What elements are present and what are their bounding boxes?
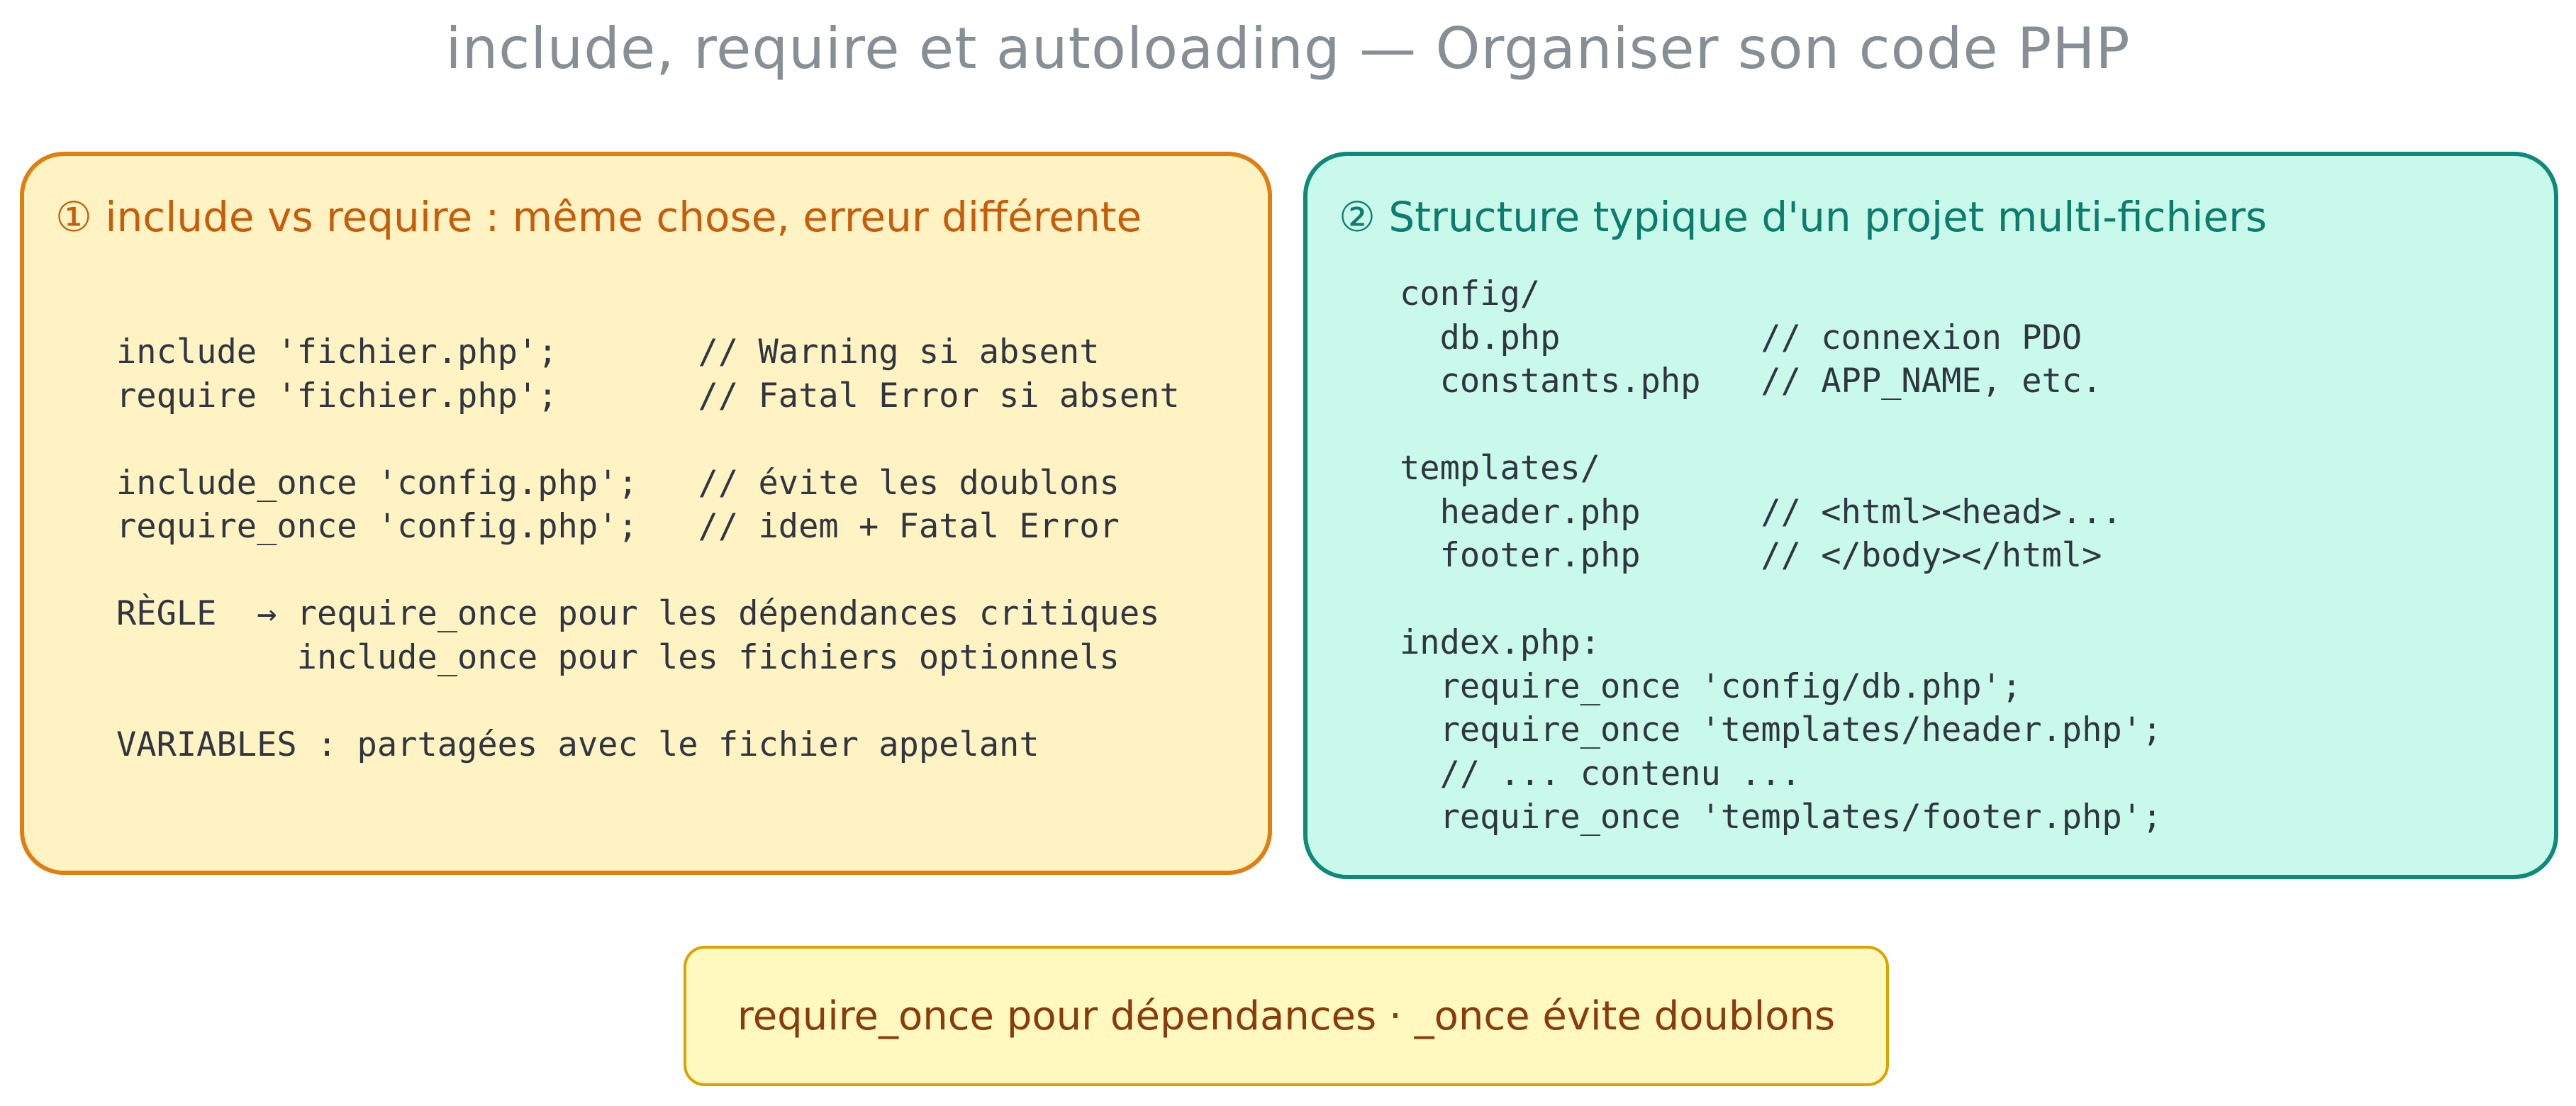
summary-note: require_once pour dépendances · _once év… xyxy=(684,946,1889,1086)
include-vs-require-code: include 'fichier.php'; // Warning si abs… xyxy=(116,333,1180,764)
include-vs-require-heading: ① include vs require : même chose, erreu… xyxy=(55,193,1142,241)
diagram-title: include, require et autoloading — Organi… xyxy=(445,16,2131,82)
project-structure-panel: ② Structure typique d'un projet multi-fi… xyxy=(1303,152,2558,879)
include-vs-require-panel: ① include vs require : même chose, erreu… xyxy=(20,152,1272,875)
project-structure-code: config/ db.php // connexion PDO constant… xyxy=(1400,274,2163,837)
summary-note-text: require_once pour dépendances · _once év… xyxy=(737,993,1836,1039)
project-structure-heading: ② Structure typique d'un projet multi-fi… xyxy=(1339,193,2268,241)
